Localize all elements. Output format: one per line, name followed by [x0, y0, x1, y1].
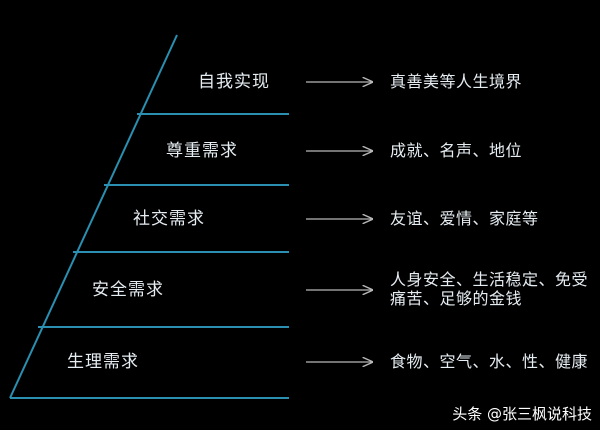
- level-label-safety: 安全需求: [92, 280, 164, 300]
- level-description: 成就、名声、地位: [390, 141, 523, 160]
- level-label-social: 社交需求: [133, 209, 205, 229]
- level-label-physiological: 生理需求: [67, 352, 139, 372]
- level-description: 真善美等人生境界: [390, 72, 523, 91]
- level-label-self-actualization: 自我实现: [198, 72, 270, 92]
- level-description: 友谊、爱情、家庭等: [390, 209, 539, 228]
- watermark: 头条 @张三枫说科技: [452, 405, 592, 423]
- pyramid-slope: [9, 34, 178, 399]
- level-label-esteem: 尊重需求: [166, 141, 238, 161]
- level-description: 食物、空气、水、性、健康: [390, 352, 589, 371]
- level-description: 人身安全、生活稳定、免受痛苦、足够的金钱: [390, 270, 589, 308]
